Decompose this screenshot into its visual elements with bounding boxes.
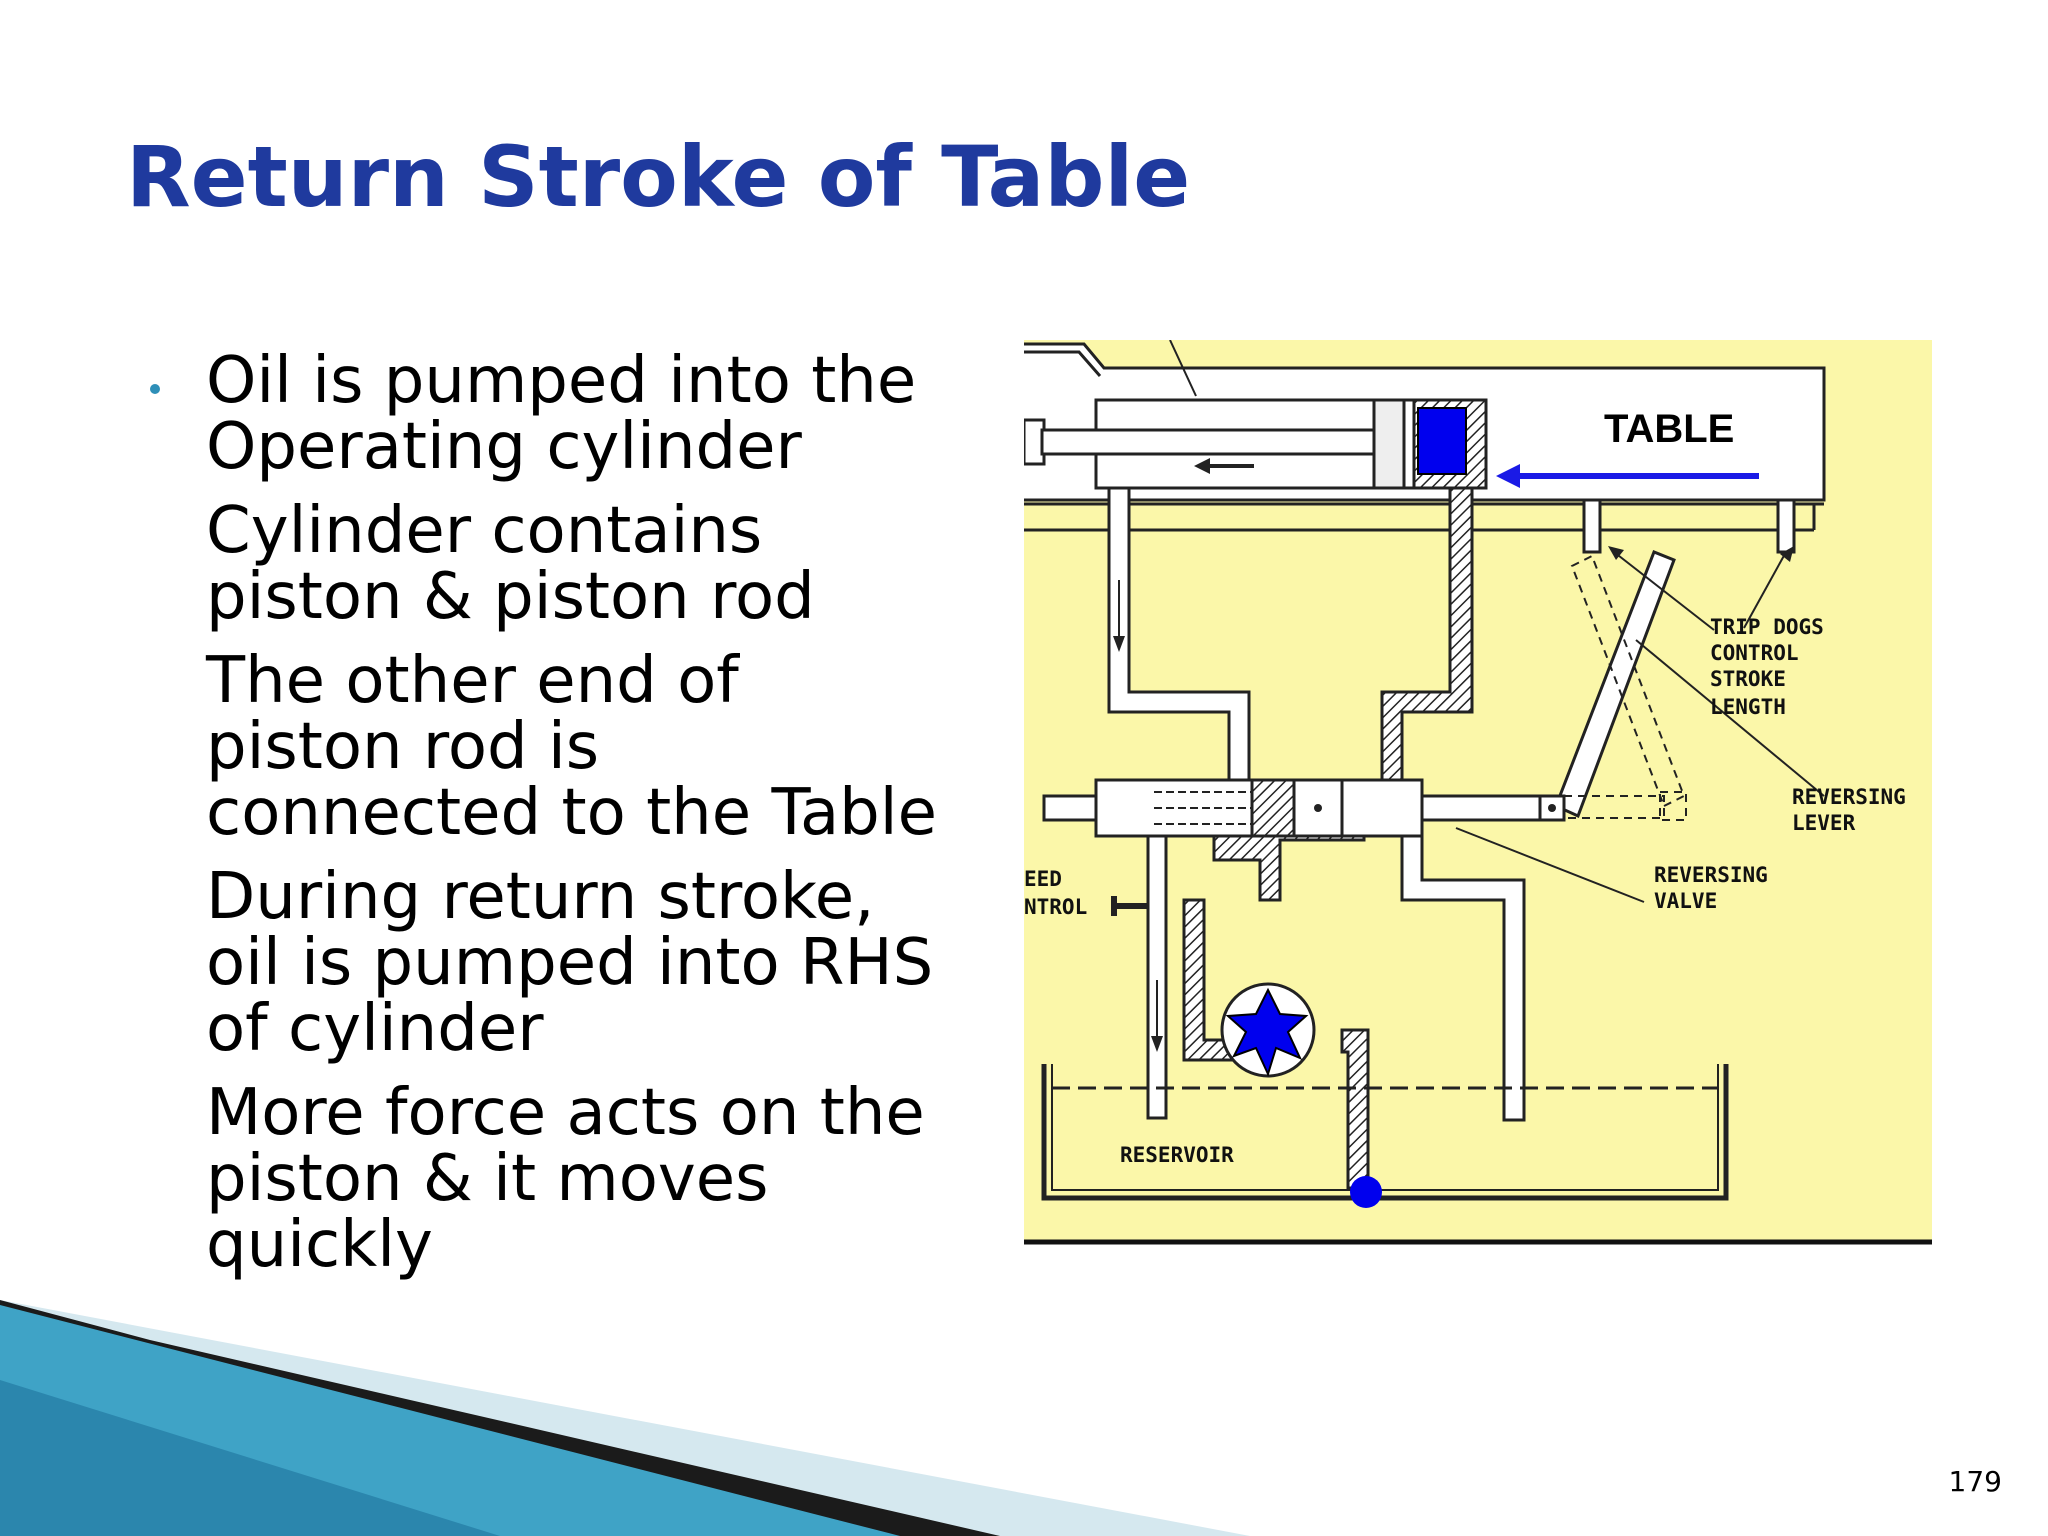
bullet-line: Oil is pumped into the [206, 344, 917, 418]
trip-dogs-label: TRIP DOGS [1710, 615, 1824, 639]
suction-inlet [1350, 1176, 1382, 1208]
paragraph-line: piston rod is [206, 710, 600, 784]
paragraph-line: More force acts on the [206, 1076, 925, 1150]
paragraph: During return stroke, oil is pumped into… [150, 864, 990, 1062]
slide-title: Return Stroke of Table [126, 128, 1191, 226]
paragraph-line: oil is pumped into RHS [206, 926, 934, 1000]
hydraulic-diagram: TABLE TRIP DOGS CONTROL STROKE LENGTH RE… [1024, 340, 1932, 1245]
trip-dogs-label: STROKE [1710, 667, 1786, 691]
pump-rotor-icon [1225, 987, 1309, 1077]
paragraph-line: of cylinder [206, 992, 544, 1066]
paragraph: More force acts on the piston & it moves… [150, 1080, 990, 1278]
paragraph-line: During return stroke, [206, 860, 875, 934]
paragraph: Cylinder contains piston & piston rod [150, 498, 990, 630]
reversing-lever-label: REVERSING [1792, 785, 1906, 809]
trip-dog [1582, 498, 1602, 554]
paragraph: The other end of piston rod is connected… [150, 648, 990, 846]
paragraph-line: piston & piston rod [206, 560, 815, 634]
paragraph-line: quickly [206, 1208, 433, 1282]
reversing-lever [1554, 550, 1676, 819]
reservoir [1041, 1064, 1729, 1201]
paragraph-line: piston & it moves [206, 1142, 769, 1216]
trip-dog [1776, 498, 1796, 554]
reversing-valve-label: VALVE [1654, 889, 1717, 913]
reversing-valve-label: REVERSING [1654, 863, 1768, 887]
bullet-item: Oil is pumped into the Operating cylinde… [150, 348, 990, 480]
table-label: TABLE [1604, 407, 1734, 451]
piston [1417, 407, 1467, 475]
bullet-dot-icon [150, 384, 160, 394]
bullet-list: Oil is pumped into the Operating cylinde… [150, 348, 990, 1296]
feed-control-label: NTROL [1024, 895, 1087, 919]
paragraph-line: The other end of [206, 644, 739, 718]
paragraph-line: Cylinder contains [206, 494, 763, 568]
reservoir-label: RESERVOIR [1120, 1143, 1234, 1167]
trip-dogs-label: LENGTH [1710, 695, 1786, 719]
page-number: 179 [1948, 1465, 2002, 1498]
bullet-line: Operating cylinder [206, 410, 802, 484]
reversing-lever-label: LEVER [1792, 811, 1856, 835]
piston-rod [1040, 428, 1396, 456]
feed-control-label: EED [1024, 867, 1062, 891]
trip-dogs-label: CONTROL [1710, 641, 1799, 665]
paragraph-line: connected to the Table [206, 776, 937, 850]
